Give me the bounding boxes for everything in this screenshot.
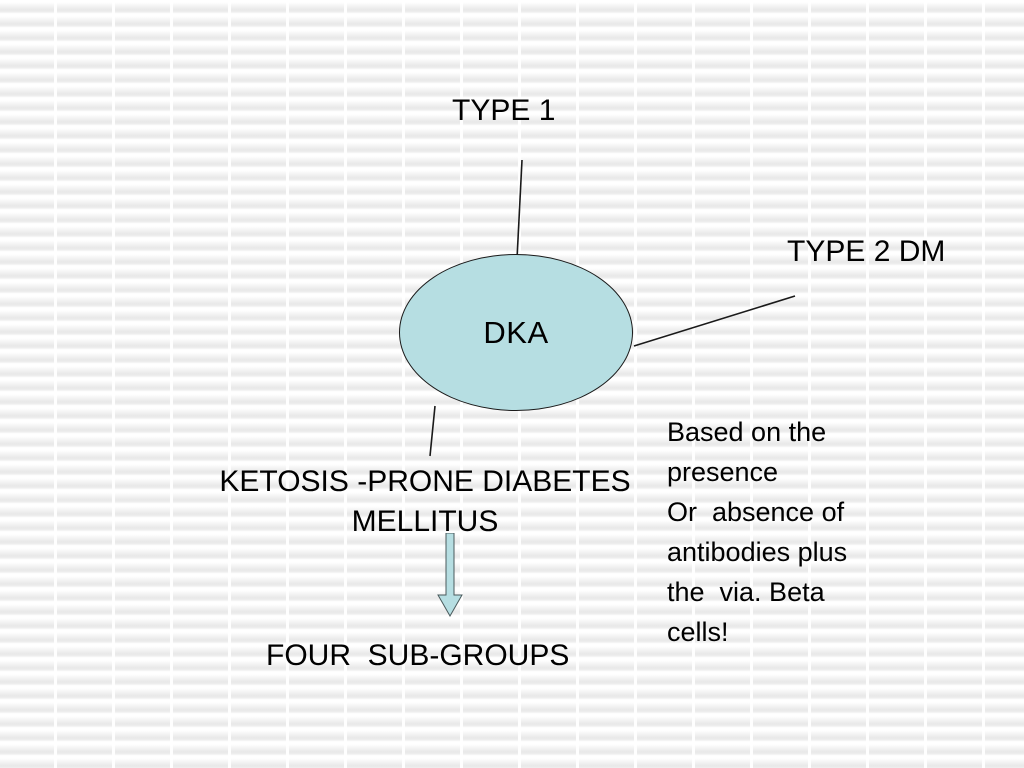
- note-text-block: Based on the presence Or absence of anti…: [667, 417, 848, 647]
- branch-label-type-2-dm: TYPE 2 DM: [787, 235, 946, 268]
- connector-line-type2: [633, 295, 796, 347]
- center-node-dka[interactable]: DKA: [399, 254, 633, 411]
- branch-label-type-1: TYPE 1: [452, 94, 556, 127]
- branch-label-ketosis-prone: KETOSIS -PRONE DIABETES MELLITUS: [219, 465, 631, 538]
- connector-line-type1: [516, 159, 523, 260]
- flow-target-label: FOUR SUB-GROUPS: [266, 639, 570, 672]
- down-arrow-icon: [437, 533, 463, 617]
- connector-line-ketosis: [429, 405, 436, 457]
- center-node-label: DKA: [483, 315, 549, 350]
